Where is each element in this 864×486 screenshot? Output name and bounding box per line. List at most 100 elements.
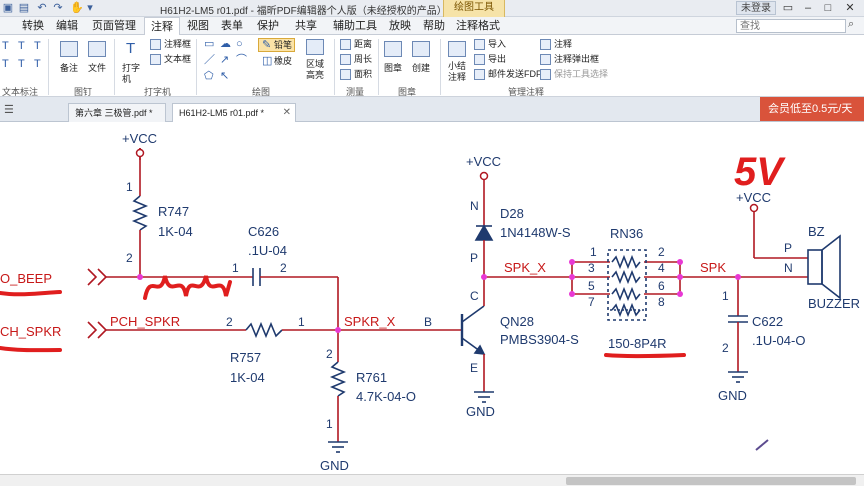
typewriter-button[interactable]: 打字机 xyxy=(122,63,141,84)
scrollbar-thumb[interactable] xyxy=(566,477,856,485)
keep-tool-checkbox[interactable] xyxy=(540,69,551,80)
tab-comment-format[interactable]: 注释格式 xyxy=(456,20,500,32)
hand-tool-icon[interactable]: ✋ xyxy=(70,2,84,14)
tab-protect[interactable]: 保护 xyxy=(257,20,279,32)
document-tab[interactable]: 第六章 三极管.pdf * xyxy=(68,103,166,122)
perimeter-icon[interactable] xyxy=(340,54,351,65)
pencil-icon[interactable]: ✎ xyxy=(262,39,272,51)
arrow-icon[interactable]: ↗ xyxy=(220,54,230,66)
import-button[interactable]: 导入 xyxy=(488,39,507,49)
area-highlight-icon[interactable] xyxy=(306,39,324,55)
email-fdf-button[interactable]: 邮件发送FDF xyxy=(488,69,542,79)
import-icon[interactable] xyxy=(474,39,485,50)
comment-list-icon[interactable] xyxy=(540,39,551,50)
note-icon[interactable] xyxy=(60,41,78,57)
tab-list-icon[interactable]: ☰ xyxy=(4,104,14,116)
minimize-icon[interactable]: – xyxy=(804,2,812,14)
stamp-button[interactable]: 图章 xyxy=(384,63,403,73)
distance-icon[interactable] xyxy=(340,39,351,50)
document-canvas[interactable]: +VCC 1 2 R747 1K-04 C626 .1U-04 1 2 O_BE… xyxy=(0,122,864,474)
area-highlight-button[interactable]: 区域高亮 xyxy=(306,59,325,80)
group-text-markup: 文本标注 xyxy=(2,87,39,97)
eraser-icon[interactable]: ◫ xyxy=(262,55,273,67)
textbox-icon[interactable] xyxy=(150,54,161,65)
area-icon[interactable] xyxy=(340,69,351,80)
eraser-button[interactable]: 橡皮 xyxy=(274,56,293,66)
export-icon[interactable] xyxy=(474,54,485,65)
horizontal-scrollbar[interactable] xyxy=(0,474,864,486)
tab-convert[interactable]: 转换 xyxy=(22,20,44,32)
textbox-button[interactable]: 文本框 xyxy=(164,54,192,64)
c626-value: .1U-04 xyxy=(248,243,287,258)
email-fdf-icon[interactable] xyxy=(474,69,485,80)
d28-name: D28 xyxy=(500,206,524,221)
quick-access-dropdown-icon[interactable]: ▾ xyxy=(87,2,93,14)
r747-name: R747 xyxy=(158,204,189,219)
create-stamp-icon[interactable] xyxy=(412,41,430,57)
strikeout-text-icon[interactable]: T xyxy=(34,40,41,52)
document-tab-active[interactable]: H61H2-LM5 r01.pdf * ✕ xyxy=(172,103,296,122)
close-tab-icon[interactable]: ✕ xyxy=(282,107,291,118)
search-icon[interactable]: ⌕ xyxy=(848,18,855,30)
close-icon[interactable]: ✕ xyxy=(845,2,855,14)
callout-icon[interactable] xyxy=(150,39,161,50)
create-stamp-button[interactable]: 创建 xyxy=(412,63,431,73)
tab-form[interactable]: 表单 xyxy=(221,20,243,32)
callout-button[interactable]: 注释框 xyxy=(164,39,192,49)
tab-view[interactable]: 视图 xyxy=(187,20,209,32)
pointer-icon[interactable]: ↖ xyxy=(220,70,230,82)
redo-icon[interactable]: ↷ xyxy=(53,2,63,14)
pencil-button[interactable]: 铅笔 xyxy=(274,40,293,50)
underline-text-icon[interactable]: T xyxy=(18,40,25,52)
squiggly-icon[interactable]: T xyxy=(2,58,9,70)
tab-comment[interactable]: 注释 xyxy=(144,17,180,36)
insert-text-icon[interactable]: T xyxy=(34,58,41,70)
undo-icon[interactable]: ↶ xyxy=(37,2,47,14)
circle-icon[interactable]: ○ xyxy=(236,38,243,50)
rectangle-icon[interactable]: ▭ xyxy=(204,38,215,50)
junction-dot xyxy=(335,327,341,333)
polygon-icon[interactable]: ⬠ xyxy=(204,70,214,82)
pin-number: 3 xyxy=(588,261,595,275)
comment-dropdown[interactable]: 注释 xyxy=(554,39,573,49)
search-input[interactable] xyxy=(736,19,846,33)
tab-page-manage[interactable]: 页面管理 xyxy=(92,20,136,32)
schematic-drawing: +VCC 1 2 R747 1K-04 C626 .1U-04 1 2 O_BE… xyxy=(0,131,860,473)
summarize-comments-button[interactable]: 小结注释 xyxy=(448,61,467,82)
promo-banner[interactable]: 会员低至0.5元/天 xyxy=(760,97,864,121)
highlight-text-icon[interactable]: T xyxy=(2,40,9,52)
ribbon-toggle-icon[interactable]: ▭ xyxy=(782,2,794,14)
replace-text-icon[interactable]: T xyxy=(18,58,25,70)
transistor-collector-leg xyxy=(461,305,485,323)
line-icon[interactable]: ／ xyxy=(204,54,215,66)
resistor-network-rn36 xyxy=(607,249,647,321)
resistor-r747 xyxy=(131,195,149,231)
distance-button[interactable]: 距离 xyxy=(354,39,373,49)
pin-label-p: P xyxy=(470,251,478,265)
maximize-icon[interactable]: □ xyxy=(824,2,832,14)
tab-slideshow[interactable]: 放映 xyxy=(389,20,411,32)
login-button[interactable]: 未登录 xyxy=(736,1,776,15)
tab-accessibility[interactable]: 辅助工具 xyxy=(333,20,377,32)
note-button[interactable]: 备注 xyxy=(60,63,79,73)
file-attach-icon[interactable] xyxy=(88,41,106,57)
open-icon[interactable]: ▤ xyxy=(18,2,30,14)
tab-help[interactable]: 帮助 xyxy=(423,20,445,32)
cloud-icon[interactable]: ☁ xyxy=(220,38,231,50)
area-button[interactable]: 面积 xyxy=(354,69,373,79)
polyline-icon[interactable]: ⌒ xyxy=(236,54,247,66)
perimeter-button[interactable]: 周长 xyxy=(354,54,373,64)
tab-share[interactable]: 共享 xyxy=(295,20,317,32)
popup-note-icon[interactable] xyxy=(540,54,551,65)
popup-note-dropdown[interactable]: 注释弹出框 xyxy=(554,54,600,64)
annotation-underline xyxy=(0,290,62,297)
summarize-comments-icon[interactable] xyxy=(448,41,466,57)
export-button[interactable]: 导出 xyxy=(488,54,507,64)
stamp-icon[interactable] xyxy=(384,41,402,57)
tab-edit[interactable]: 编辑 xyxy=(56,20,78,32)
typewriter-icon[interactable]: T xyxy=(126,40,136,57)
file-button[interactable]: 文件 xyxy=(88,63,107,73)
window-title: H61H2-LM5 r01.pdf - 福昕PDF编辑器个人版（未经授权的产品） xyxy=(160,6,447,17)
resistor-r757 xyxy=(245,321,283,339)
